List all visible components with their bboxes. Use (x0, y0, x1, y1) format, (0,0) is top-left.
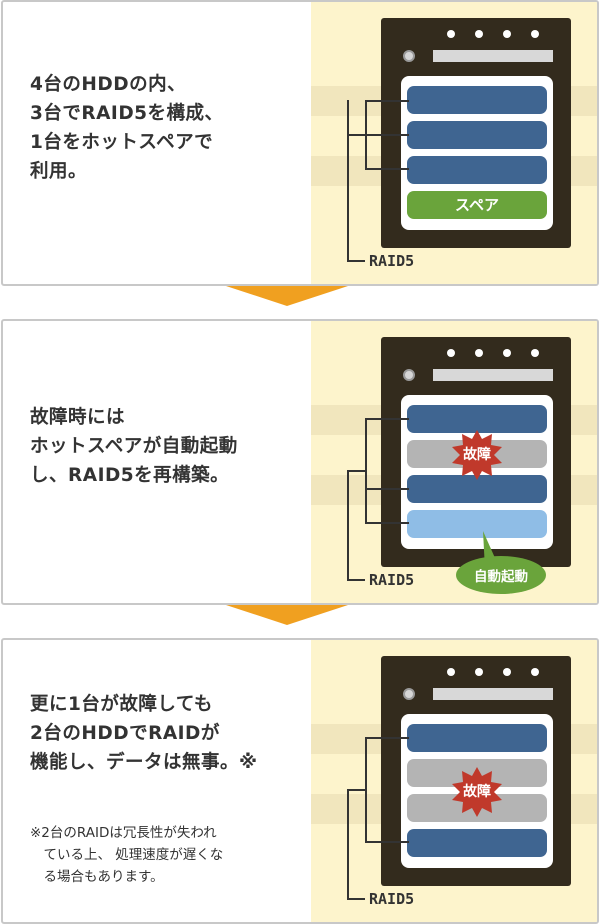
down-arrow (226, 605, 348, 625)
indicator-dot (447, 349, 455, 357)
speech-bubble-shape (456, 531, 546, 594)
indicator-dot (475, 30, 483, 38)
auto-start-label: 自動起動 (474, 569, 528, 585)
nas-server: スペア (381, 18, 571, 248)
burst-shape (452, 430, 502, 480)
auto-start-bubble: 自動起動 (455, 525, 547, 597)
indicator-dot (531, 668, 539, 676)
raid-bracket (347, 100, 349, 260)
raid-label: RAID5 (369, 890, 415, 908)
failure-burst-icon: 故障 (451, 766, 503, 818)
front-panel-slot (433, 50, 553, 62)
failure-label: 故障 (463, 447, 491, 463)
indicator-dot (447, 668, 455, 676)
hdd-hot-spare: スペア (407, 191, 547, 219)
raid-bracket (365, 737, 409, 843)
indicator-dot (503, 30, 511, 38)
indicator-dot (531, 30, 539, 38)
front-panel-slot (433, 369, 553, 381)
raid-bracket (347, 898, 365, 900)
hdd-raid-member (407, 86, 547, 114)
raid-bracket (347, 134, 409, 136)
hdd-raid-member (407, 724, 547, 752)
down-arrow (226, 286, 348, 306)
footnote: ※2台のRAIDは冗長性が失われ ている上、 処理速度が遅くな る場合もあります… (30, 825, 224, 885)
burst-shape (452, 767, 502, 817)
hdd-raid-member (407, 156, 547, 184)
raid-bracket (347, 789, 365, 791)
hdd-raid-member (407, 121, 547, 149)
raid-bracket (365, 418, 409, 524)
failure-burst-icon: 故障 (451, 429, 503, 481)
indicator-dot (503, 668, 511, 676)
power-led (403, 688, 415, 700)
power-led (403, 369, 415, 381)
indicator-dot (475, 349, 483, 357)
front-panel-slot (433, 688, 553, 700)
raid-bracket (365, 488, 409, 490)
drive-bay: スペア (401, 76, 553, 230)
step-panel-3: 更に1台が故障しても 2台のHDDでRAIDが 機能し、データは無事。※ ※2台… (1, 638, 599, 924)
failure-label: 故障 (463, 784, 491, 800)
raid-bracket (347, 789, 349, 898)
step-description: 4台のHDDの内、 3台でRAID5を構成、 1台をホットスペアで 利用。 (30, 74, 224, 182)
step-description: 更に1台が故障しても 2台のHDDでRAIDが 機能し、データは無事。※ (30, 694, 258, 773)
indicator-dot (475, 668, 483, 676)
indicator-dot (447, 30, 455, 38)
power-led (403, 50, 415, 62)
raid-bracket (347, 470, 365, 472)
raid-bracket (347, 579, 365, 581)
step-panel-1: 4台のHDDの内、 3台でRAID5を構成、 1台をホットスペアで 利用。 スペ… (1, 0, 599, 286)
hdd-raid-member (407, 405, 547, 433)
hdd-rebuilding-spare (407, 510, 547, 538)
raid-label: RAID5 (369, 571, 415, 589)
indicator-dot (531, 349, 539, 357)
indicator-dot (503, 349, 511, 357)
hdd-raid-member (407, 829, 547, 857)
step-description: 故障時には ホットスペアが自動起動 し、RAID5を再構築。 (30, 407, 238, 486)
raid-bracket (347, 470, 349, 579)
raid-bracket (347, 260, 365, 262)
raid-label: RAID5 (369, 252, 415, 270)
